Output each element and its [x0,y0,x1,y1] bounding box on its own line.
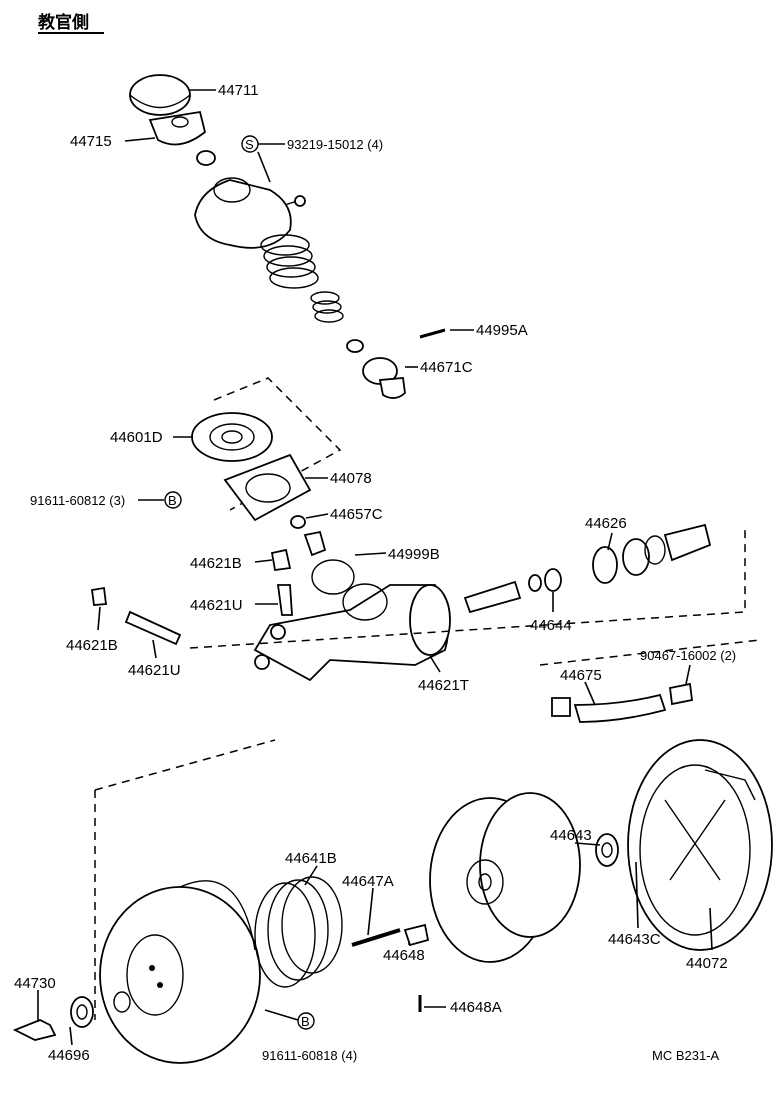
washer-small [346,339,364,353]
valve-body-44621T [253,583,451,682]
cap-44711 [129,74,191,116]
cushion-44715 [148,110,207,146]
label-44730: 44730 [14,975,56,992]
bushing-44657C [290,515,306,529]
label-44999B: 44999B [388,546,440,563]
label-44644: 44644 [530,617,572,634]
diaphragm-plate [429,792,581,963]
label-91611-60818: 91611-60818 (4) [262,1048,357,1063]
label-44621B-lower: 44621B [66,637,118,654]
label-44643: 44643 [550,827,592,844]
pin-44995A [419,328,446,339]
bleeder-44621U-top [276,584,293,616]
dashed-group-bottom-top [94,739,276,791]
label-44648: 44648 [383,947,425,964]
label-44078: 44078 [330,470,372,487]
oring-44999B [311,559,355,595]
hose-44675 [551,682,693,723]
part-labels: 44711 44715 93219-15012 (4) 44995A 44671… [14,82,736,1064]
washer-44644 [544,568,562,592]
label-44671C: 44671C [420,359,473,376]
footer-code: MC B231-A [652,1048,720,1063]
seal-44626 [592,523,712,584]
plate-44078 [223,453,312,522]
fitting-44730 [12,1019,57,1041]
label-44715: 44715 [70,133,112,150]
label-44643C: 44643C [608,931,661,948]
spring-44641B [254,876,343,988]
valve-44671C [362,357,406,399]
label-93219: 93219-15012 (4) [287,137,383,152]
ring-small [528,574,542,592]
nipple-mid [303,530,327,557]
diagram-title: 教官側 [37,12,89,32]
label-44621B-upper: 44621B [190,555,242,572]
spring-large [260,234,319,289]
leader-lines [37,89,713,1046]
label-44621U-lower: 44621U [128,662,181,679]
svg-text:B: B [168,493,177,508]
label-44995A: 44995A [476,322,528,339]
label-44647A: 44647A [342,873,394,890]
grommet-44696 [70,996,94,1028]
label-44641B: 44641B [285,850,337,867]
symbol-b-circle-upper: B [164,491,182,509]
piston-rod [463,580,522,614]
pin-44648 [403,923,430,947]
label-44072: 44072 [686,955,728,972]
dashed-group-mid [189,525,746,649]
label-44657C: 44657C [330,506,383,523]
label-44696: 44696 [48,1047,90,1064]
cap-44621B-left [90,586,108,606]
bleeder-44621U-left [124,610,182,646]
label-44601D: 44601D [110,429,163,446]
label-44711: 44711 [218,82,259,99]
diaphragm-44601D [191,412,273,462]
label-91611-60812: 91611-60812 (3) [30,493,125,508]
label-44621U-upper: 44621U [190,597,243,614]
label-90467: 90467-16002 (2) [640,648,736,663]
dashed-group-hose [539,639,761,666]
label-44675: 44675 [560,667,602,684]
svg-text:S: S [245,137,254,152]
dashed-group-top [213,377,342,511]
rear-shell-44072 [627,739,773,951]
label-44648A: 44648A [450,999,502,1016]
valve-body-upper [194,150,306,249]
symbol-b-circle-lower: B [297,1012,315,1030]
label-44621T: 44621T [418,677,469,694]
front-shell [99,880,261,1064]
cap-44621B-top [270,548,292,572]
seal-44643 [595,833,619,867]
spring-small [310,291,344,323]
label-44626: 44626 [585,515,627,532]
svg-text:B: B [301,1014,310,1029]
rod-44647A [351,928,401,947]
symbol-s-circle: S [241,135,259,153]
